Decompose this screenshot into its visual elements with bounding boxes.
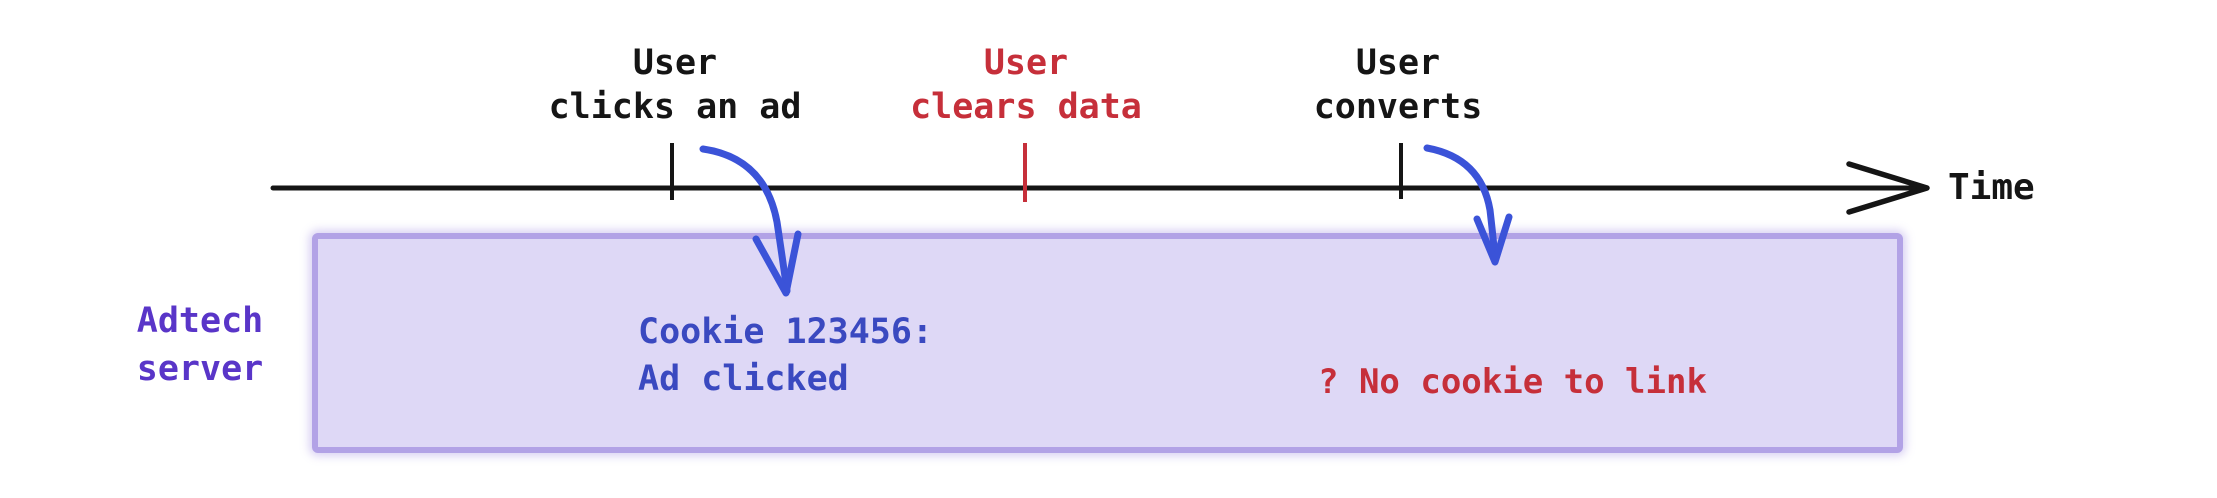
adtech-server-label-line: Adtech [136,301,264,341]
adtech-server-label: Adtech server [60,297,340,393]
event-label-line: User [1355,43,1441,83]
cookie-note-line: Ad clicked [638,359,849,399]
adtech-server-label-line: server [136,349,264,389]
event-label-line: converts [1313,87,1483,127]
adtech-server-box [312,233,1903,453]
warning-line: ? No cookie to link [1318,362,1707,402]
event-label-line: User [632,43,718,83]
time-axis-label: Time [1948,167,2035,208]
convert-to-warning-arrow-icon [1423,144,1499,262]
cookie-logged-note: Cookie 123456: Ad clicked [638,309,933,403]
event-label-line: clears data [910,87,1142,127]
no-conversion-warning-note: ? No cookie to link this conversion to ⇒… [1318,270,1707,498]
event-label-line: User [983,43,1069,83]
click-to-cookie-arrow-icon [699,145,791,295]
time-axis-arrowhead-icon [1846,161,1930,215]
cookie-note-line: Cookie 123456: [638,312,934,352]
event-label-line: clicks an ad [548,87,802,127]
click-to-cookie-arrowhead-icon [752,230,802,297]
convert-to-warning-arrowhead-icon [1473,213,1513,266]
